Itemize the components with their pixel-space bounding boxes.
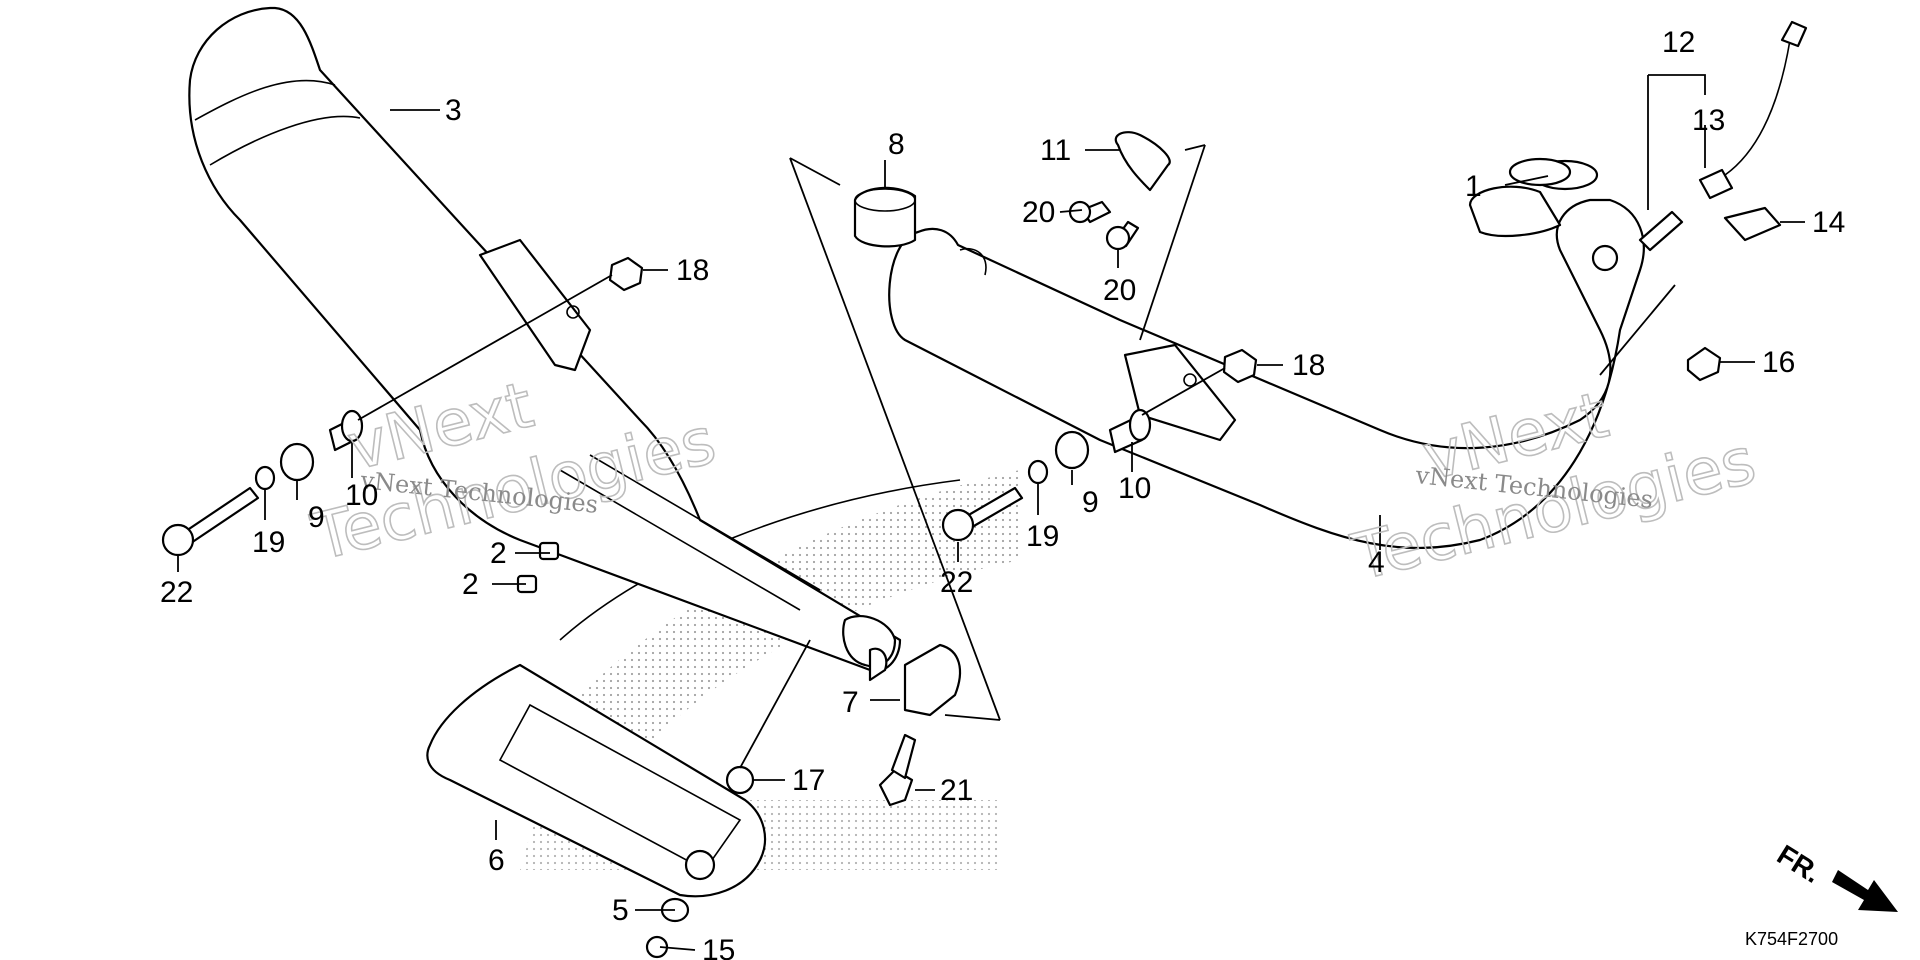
callout-20-lower: 20 xyxy=(1103,274,1136,307)
callout-10-left: 10 xyxy=(345,479,378,512)
callout-17: 17 xyxy=(792,764,825,797)
callout-2b: 2 xyxy=(462,568,479,601)
callout-5: 5 xyxy=(612,894,629,927)
leader-lines xyxy=(177,74,1805,951)
highlight-triangles xyxy=(789,144,1676,721)
callout-19-right: 19 xyxy=(1026,520,1059,553)
figure-code: K754F2700 xyxy=(1745,929,1838,949)
callout-22-right: 22 xyxy=(940,566,973,599)
small-parts xyxy=(161,20,1808,959)
heat-shield xyxy=(426,663,767,898)
callout-13: 13 xyxy=(1692,104,1725,137)
callout-3: 3 xyxy=(445,94,462,127)
callout-19-left: 19 xyxy=(252,526,285,559)
callout-18-left: 18 xyxy=(676,254,709,287)
callout-9-left: 9 xyxy=(308,501,325,534)
callout-12: 12 xyxy=(1662,26,1695,59)
callout-2a: 2 xyxy=(490,537,507,570)
front-arrow-icon xyxy=(1832,870,1898,912)
callout-labels: 1 2 2 3 4 5 6 7 8 9 9 10 10 11 12 13 14 … xyxy=(160,26,1845,960)
callout-20-upper: 20 xyxy=(1022,196,1055,229)
callout-22-left: 22 xyxy=(160,576,193,609)
callout-18-right: 18 xyxy=(1292,349,1325,382)
callout-9-right: 9 xyxy=(1082,486,1099,519)
callout-15: 15 xyxy=(702,934,735,960)
callout-21: 21 xyxy=(940,774,973,807)
callout-8: 8 xyxy=(888,128,905,161)
callout-11: 11 xyxy=(1040,134,1071,167)
front-direction-indicator: FR. xyxy=(1772,839,1898,912)
callout-6: 6 xyxy=(488,844,505,877)
muffler xyxy=(188,6,902,682)
callout-14: 14 xyxy=(1812,206,1845,239)
callout-10-right: 10 xyxy=(1118,472,1151,505)
callout-7: 7 xyxy=(842,686,859,719)
callout-4: 4 xyxy=(1368,546,1385,579)
callout-1: 1 xyxy=(1465,170,1482,203)
front-label: FR. xyxy=(1772,839,1827,889)
callout-16: 16 xyxy=(1762,346,1795,379)
